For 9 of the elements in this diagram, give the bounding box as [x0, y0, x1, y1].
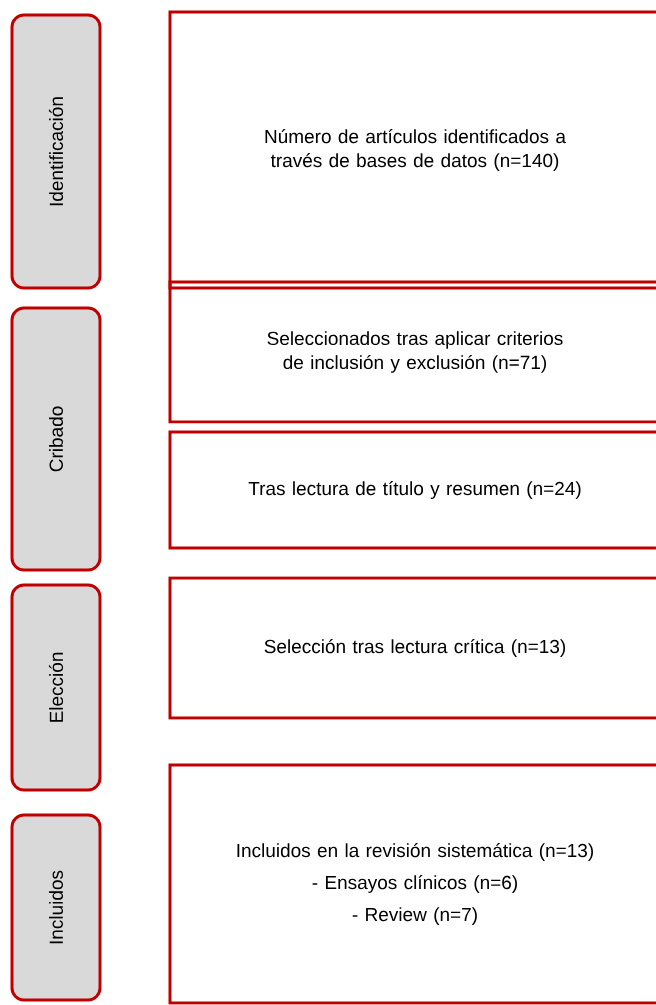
step-box: Incluidos en la revisión sistemática (n=13) - Ensayos clínicos (n=6) - Review (n=7): [168, 763, 656, 1005]
stage-box: Cribado: [10, 306, 102, 572]
stage-box: Incluidos: [10, 813, 102, 1002]
stage-box: Elección: [10, 583, 102, 792]
step-box: Selección tras lectura crítica (n=13): [168, 576, 656, 720]
stage-box: Identificación: [10, 13, 102, 290]
step-box: Seleccionados tras aplicar criterios de inclusión y exclusión (n=71): [168, 280, 656, 424]
step-box: Tras lectura de título y resumen (n=24): [168, 430, 656, 550]
step-box: Número de artículos identificados a través de bases de datos (n=140): [168, 10, 656, 290]
